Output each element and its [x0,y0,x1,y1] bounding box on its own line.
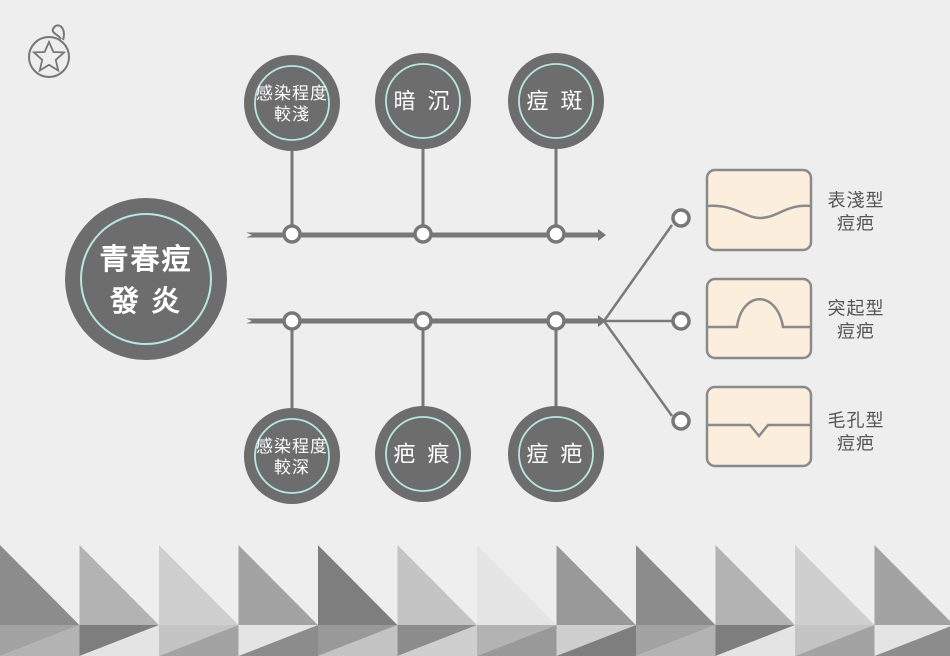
top-node-2 [375,53,471,244]
bottom-node-3-label: 痘 疤 [526,441,586,467]
center-node [65,198,227,360]
top-node-3-label: 痘 斑 [526,88,586,114]
scar-card-shallow [705,168,813,252]
top-node-1-label: 感染程度 較淺 [256,83,328,124]
bottom-node-2-label: 疤 痕 [393,441,453,467]
scar-card-raised [705,277,813,360]
fan-connectors [602,224,674,417]
scar-type-pore-label: 毛孔型 痘疤 [827,410,885,454]
bottom-node-3 [508,311,604,502]
scar-card-pore [705,385,813,468]
bottom-node-1-label: 感染程度 較深 [256,436,328,477]
logo-icon [28,24,70,78]
bottom-node-1 [244,311,340,504]
top-node-1 [244,55,340,244]
scar-type-shallow-label: 表淺型 痘疤 [827,190,885,234]
top-node-2-label: 暗 沉 [393,88,453,114]
bottom-node-2 [375,311,471,502]
decorative-triangle-band [0,545,950,656]
scar-type-raised-label: 突起型 痘疤 [827,298,885,342]
fan-endpoints [671,208,691,431]
center-label: 青春痘 發 炎 [99,243,193,318]
top-node-3 [508,53,604,244]
